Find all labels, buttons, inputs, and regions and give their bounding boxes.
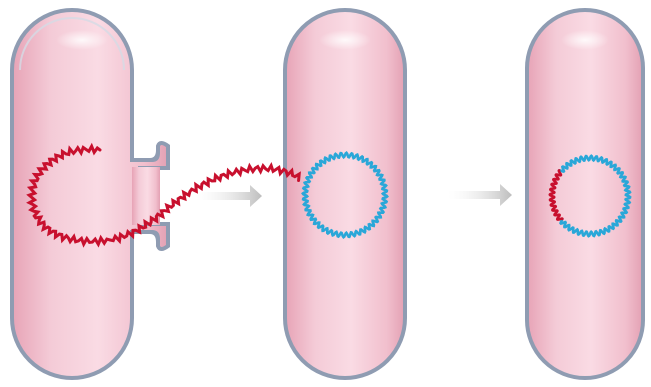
right-arrow-icon <box>448 184 512 206</box>
right-arrow-icon <box>196 185 262 207</box>
